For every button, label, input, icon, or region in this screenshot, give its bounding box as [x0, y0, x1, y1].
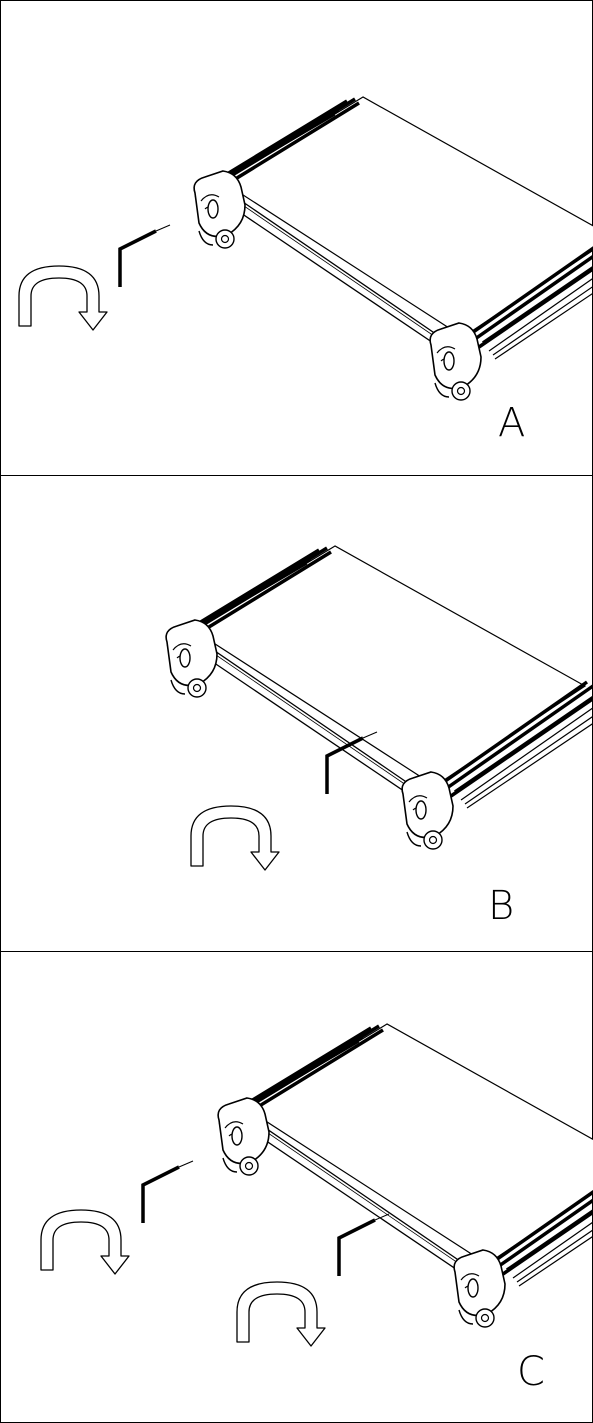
rotate-clockwise-icon	[40, 1209, 130, 1275]
rotate-clockwise-icon	[190, 805, 280, 871]
roller-adjust-drawing-b	[164, 544, 593, 871]
roller-adjust-drawing-c	[40, 1022, 593, 1347]
hex-key-left-icon	[118, 223, 172, 289]
hex-key-right-icon	[337, 1212, 391, 1278]
rotate-clockwise-icon	[236, 1281, 326, 1347]
hex-key-left-icon	[141, 1159, 195, 1225]
step-panel-a: A	[0, 0, 593, 476]
step-label: A	[498, 400, 526, 446]
rotate-clockwise-icon	[18, 265, 108, 331]
step-label: B	[488, 883, 515, 929]
step-panel-b: B	[0, 476, 593, 952]
step-label: C	[517, 1349, 545, 1395]
step-panel-c: C	[0, 952, 593, 1423]
